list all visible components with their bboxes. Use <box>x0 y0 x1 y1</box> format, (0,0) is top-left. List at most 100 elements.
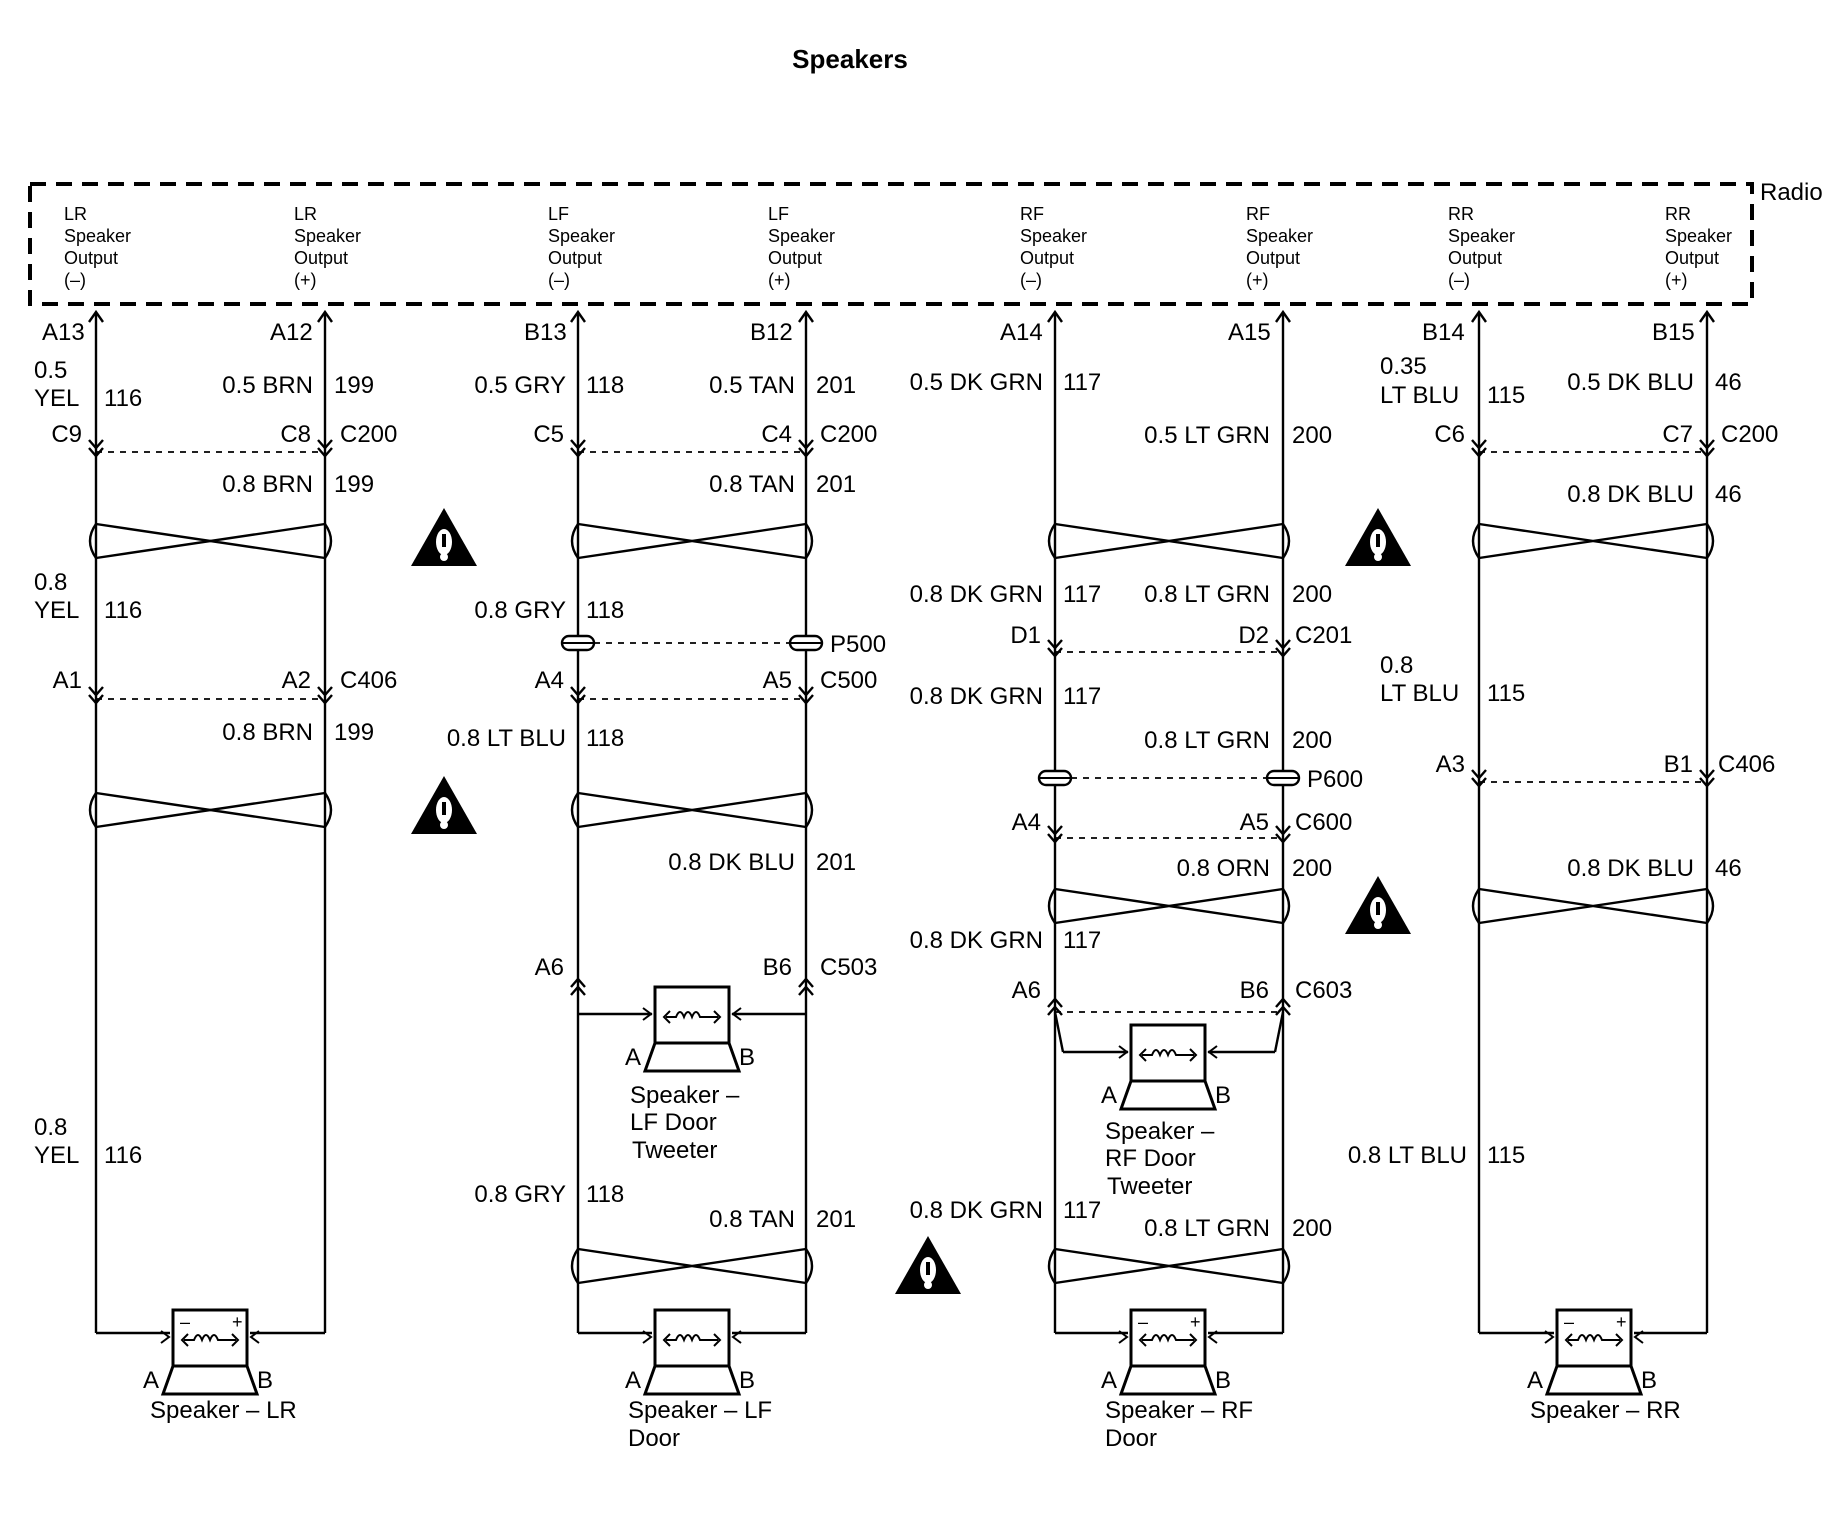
terminal-a: A <box>1101 1082 1117 1109</box>
wire-label-w-lr-a5: 0.8 <box>34 1114 67 1141</box>
wire-label-w-lf-a2: 0.8 GRY <box>474 597 566 624</box>
wire-label-p-a4r: A4 <box>1012 809 1041 836</box>
twisted-pair-icon <box>1047 887 1291 925</box>
terminal-b: B <box>1215 1082 1231 1109</box>
caution-triangle-icon <box>1345 508 1411 566</box>
wire-label-w-lf-a: 0.5 GRY <box>474 372 566 399</box>
connector-pin-icon <box>570 439 586 458</box>
pin-label: B12 <box>750 319 793 346</box>
wire-label-c-rf-b1: 200 <box>1292 422 1332 449</box>
wire-label-w-lf-b2: 0.8 TAN <box>709 471 795 498</box>
wire-label-w-rf-a3: 0.8 DK GRN <box>910 683 1043 710</box>
wire-label-spk-rftw-1: Speaker – <box>1105 1118 1215 1145</box>
wire-label-c200-2: C200 <box>820 421 877 448</box>
output-l1: Speaker <box>1448 226 1515 246</box>
wire-label-w-lr-a3: 0.8 <box>34 569 67 596</box>
wire-label-c-rr-b3: 46 <box>1715 855 1742 882</box>
wire-label-w-rf-a2: 0.8 DK GRN <box>910 581 1043 608</box>
wire-label-w-rr-b: 0.5 DK BLU <box>1567 369 1694 396</box>
wire-label-w-lf-b4: 0.8 TAN <box>709 1206 795 1233</box>
connector-pin-icon <box>1047 825 1063 844</box>
twisted-pair-icon <box>1047 522 1291 560</box>
twisted-pair-icon <box>1047 1247 1291 1285</box>
twisted-pair-icon <box>1471 522 1715 560</box>
output-ch: LF <box>768 204 789 224</box>
connector-pin-icon <box>570 977 586 996</box>
terminal-a: A <box>1101 1367 1117 1394</box>
wire-label-spk-lr-1: Speaker – LR <box>150 1397 297 1424</box>
wire-label-c-lr-b2: 199 <box>334 471 374 498</box>
wire-label-p-a3: A3 <box>1436 751 1465 778</box>
connector-pin-icon <box>1471 769 1487 788</box>
wire-label-c-lr-a: 116 <box>104 385 142 412</box>
wire-label-c200-3: C200 <box>1721 421 1778 448</box>
wire-label-c-rf-a5: 117 <box>1063 1197 1101 1224</box>
wire-label-p-a2: A2 <box>282 667 311 694</box>
output-ch: LF <box>548 204 569 224</box>
output-l1: Speaker <box>64 226 131 246</box>
terminal-a: A <box>1527 1367 1543 1394</box>
polarity-plus: + <box>1190 1312 1201 1332</box>
wire-label-w-rr-a2: LT BLU <box>1380 382 1459 409</box>
wire-label-spk-rftw-2: RF Door <box>1105 1145 1196 1172</box>
connector-pin-icon <box>1275 639 1291 658</box>
wire-label-w-lr-a1: 0.5 <box>34 357 67 384</box>
terminal-b: B <box>739 1044 755 1071</box>
wire-label-w-rf-b2: 0.8 LT GRN <box>1144 581 1270 608</box>
wire-label-w-rf-a4: 0.8 DK GRN <box>910 927 1043 954</box>
wire-label-c201: C201 <box>1295 622 1352 649</box>
wire-label-p-a5l: A5 <box>763 667 792 694</box>
twisted-pair-icon <box>570 791 814 829</box>
wire-label-c-rf-a4: 117 <box>1063 927 1101 954</box>
wire-label-spk-lf-1: Speaker – LF <box>628 1397 772 1424</box>
wire-label-c-rr-b2: 46 <box>1715 481 1742 508</box>
caution-triangle-icon <box>411 776 477 834</box>
wire-label-p-c5: C5 <box>533 421 564 448</box>
output-pol: (–) <box>548 270 570 290</box>
terminal-b: B <box>1641 1367 1657 1394</box>
connector-pin-icon <box>88 439 104 458</box>
wire-label-p-c4: C4 <box>761 421 792 448</box>
wire-label-spk-lf-2: Door <box>628 1425 680 1452</box>
output-pol: (–) <box>1020 270 1042 290</box>
output-l2: Output <box>1448 248 1502 268</box>
connector-pin-icon <box>1471 439 1487 458</box>
connector-pin-icon <box>317 686 333 705</box>
connector-pin-icon <box>1699 439 1715 458</box>
polarity-minus: – <box>1564 1312 1574 1332</box>
connector-pin-icon <box>1275 997 1291 1016</box>
pin-label: B14 <box>1422 319 1465 346</box>
output-pol: (–) <box>64 270 86 290</box>
output-l2: Output <box>1665 248 1719 268</box>
output-ch: RR <box>1448 204 1474 224</box>
wire-label-c-rr-b: 46 <box>1715 369 1742 396</box>
connector-pin-icon <box>1699 769 1715 788</box>
terminal-a: A <box>143 1367 159 1394</box>
wire-label-c-rr-a: 115 <box>1487 382 1525 409</box>
wire-label-c-lr-a3: 116 <box>104 1142 142 1169</box>
wire <box>1053 1011 1065 1053</box>
output-ch: LR <box>294 204 317 224</box>
wire-label-w-rr-a1: 0.35 <box>1380 353 1427 380</box>
polarity-minus: – <box>180 1312 190 1332</box>
radio-label: Radio <box>1760 179 1823 206</box>
caution-triangle-icon <box>1345 876 1411 934</box>
wire-label-c503: C503 <box>820 954 877 981</box>
output-ch: RR <box>1665 204 1691 224</box>
wire-label-w-rr-b3: 0.8 DK BLU <box>1567 855 1694 882</box>
terminal-a: A <box>625 1367 641 1394</box>
connector-pin-icon <box>88 686 104 705</box>
radio-module-box <box>28 182 1754 306</box>
output-ch: RF <box>1246 204 1270 224</box>
connector-pin-icon <box>798 977 814 996</box>
output-ch: RF <box>1020 204 1044 224</box>
wire-label-c-lf-b3: 201 <box>816 849 856 876</box>
